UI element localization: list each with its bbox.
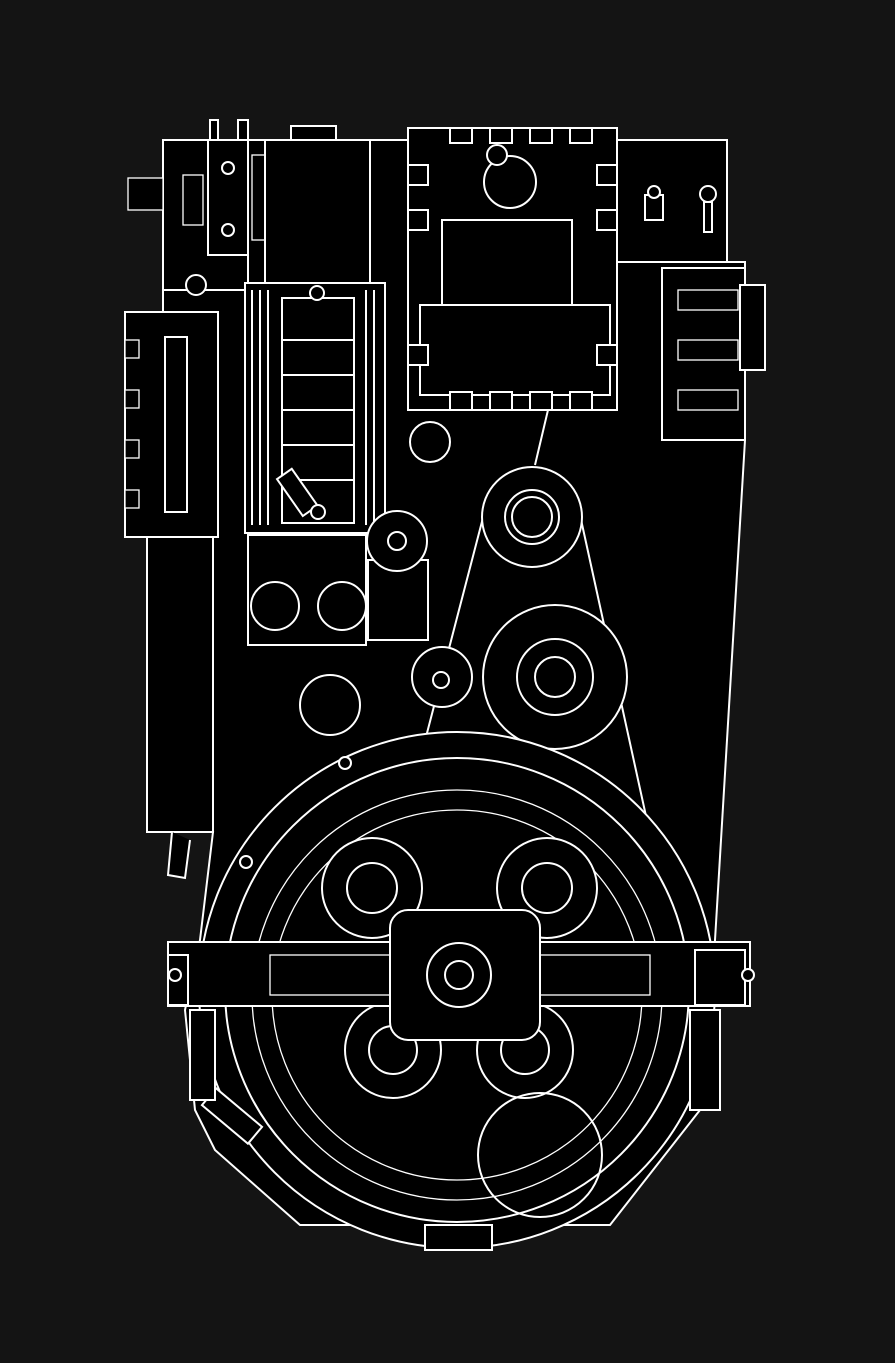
tab bbox=[449, 127, 473, 144]
right-lower-bracket bbox=[689, 1009, 721, 1111]
upper-column-block bbox=[264, 139, 371, 286]
switch-screw-top bbox=[221, 161, 235, 175]
bracket-slot bbox=[677, 339, 739, 361]
switch-screw-bottom bbox=[221, 223, 235, 237]
bracket-slot bbox=[677, 289, 739, 311]
padlock-shackle bbox=[647, 185, 661, 199]
crossbar-slot-left bbox=[269, 954, 391, 996]
panel-tab bbox=[124, 489, 140, 509]
panel-tab bbox=[124, 339, 140, 359]
key-icon bbox=[699, 185, 717, 203]
crossbar-slot-right bbox=[539, 954, 651, 996]
tab bbox=[407, 164, 429, 186]
adjuster-screw bbox=[432, 671, 450, 689]
booster-knob bbox=[483, 155, 537, 209]
tab bbox=[449, 391, 473, 411]
panel-tab bbox=[124, 389, 140, 409]
upper-pulley-center bbox=[511, 496, 553, 538]
ladder-screw bbox=[309, 285, 325, 301]
gear-circle-right bbox=[317, 581, 367, 631]
tab bbox=[569, 391, 593, 411]
port-circle bbox=[299, 674, 361, 736]
bolt-hole bbox=[409, 421, 451, 463]
hose-connector bbox=[185, 274, 207, 296]
bracket-slot bbox=[677, 389, 739, 411]
left-toggle bbox=[182, 174, 204, 226]
top-pin-right bbox=[237, 119, 249, 141]
lower-pulley-hub bbox=[534, 656, 576, 698]
cyclotron-light-2-center bbox=[521, 862, 573, 914]
booster-tabs bbox=[407, 127, 618, 411]
tab bbox=[596, 164, 618, 186]
clamp-bolt bbox=[741, 968, 755, 982]
tab bbox=[407, 344, 429, 366]
tab bbox=[529, 391, 553, 411]
gear-circle-left bbox=[250, 581, 300, 631]
knob-screw bbox=[486, 144, 508, 166]
booster-window-bottom bbox=[419, 304, 611, 396]
clamp-bolt bbox=[168, 968, 182, 982]
ring-screw bbox=[338, 756, 352, 770]
tab bbox=[489, 127, 513, 144]
cyclotron-lower-circle bbox=[477, 1092, 603, 1218]
tab bbox=[489, 391, 513, 411]
crossbar-clamp-right bbox=[694, 949, 746, 1006]
tab bbox=[596, 209, 618, 231]
upper-column-cap bbox=[290, 125, 337, 141]
switch-plate bbox=[207, 139, 249, 256]
panel-tab bbox=[124, 439, 140, 459]
key-shaft bbox=[703, 201, 713, 233]
right-handle bbox=[739, 284, 766, 371]
ring-screw bbox=[239, 855, 253, 869]
hub-center bbox=[444, 960, 474, 990]
left-lower-bracket bbox=[189, 1009, 216, 1101]
top-pin-left bbox=[209, 119, 219, 141]
booster-window-top bbox=[441, 219, 573, 306]
left-lower-column bbox=[146, 536, 214, 833]
tab bbox=[569, 127, 593, 144]
hose-tube bbox=[166, 831, 191, 880]
left-panel-slot bbox=[164, 336, 188, 513]
tab bbox=[407, 209, 429, 231]
valve-center bbox=[387, 531, 407, 551]
gearbox-side bbox=[367, 559, 429, 641]
cyclotron-light-1-center bbox=[346, 862, 398, 914]
tab bbox=[596, 344, 618, 366]
injector-nozzle bbox=[310, 504, 326, 520]
left-connector bbox=[127, 177, 164, 211]
bottom-tab bbox=[424, 1224, 493, 1251]
tab bbox=[529, 127, 553, 144]
